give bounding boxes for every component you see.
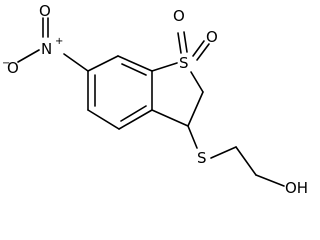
- sulfone-oxygen-right-label: O: [206, 28, 218, 46]
- thioether-sulfur-label: S: [197, 149, 207, 167]
- ring-bond: [87, 55, 119, 72]
- nitro-nitrogen-charge: +: [55, 36, 63, 47]
- n-o-bond: [17, 49, 40, 63]
- ring-bond: [190, 71, 204, 93]
- nitro-oxygen-top-label: O: [39, 2, 51, 20]
- c-n-bond: [63, 53, 89, 72]
- side-chain: S OH: [187, 125, 308, 197]
- ring-bond-inner: [120, 105, 147, 122]
- ring-bond: [118, 109, 153, 130]
- hydroxyl-label: OH: [285, 179, 308, 197]
- nitro-nitrogen-label: N: [41, 40, 52, 58]
- nitro-oxygen-left-label: O: [7, 59, 19, 77]
- sulfone-group: S O O: [173, 7, 218, 72]
- c-o-bond: [255, 174, 285, 187]
- ring-bond: [187, 91, 204, 127]
- sulfone-sulfur-label: S: [179, 54, 189, 72]
- structure-canvas: S O O N + O − O S OH: [2, 2, 308, 197]
- ring-bond: [151, 109, 189, 127]
- so-double-bond: [183, 31, 188, 53]
- nitro-group: N + O − O: [2, 2, 89, 77]
- thiolane-ring: [151, 62, 204, 127]
- c-c-bond: [235, 146, 257, 176]
- ring-bond: [117, 55, 153, 72]
- ring-bond: [151, 62, 178, 72]
- so-double-bond: [177, 32, 182, 54]
- so-double-bond: [196, 43, 210, 61]
- s-c-bond: [210, 146, 237, 159]
- so-double-bond: [192, 40, 205, 57]
- ring-bond: [87, 109, 120, 130]
- molecule-diagram: S O O N + O − O S OH: [2, 2, 308, 197]
- benzene-ring: [87, 55, 153, 130]
- c-s-bond: [187, 125, 198, 149]
- ring-bond-inner: [121, 63, 147, 76]
- sulfone-oxygen-top-label: O: [173, 7, 185, 25]
- nitro-oxygen-left-charge: −: [2, 58, 10, 69]
